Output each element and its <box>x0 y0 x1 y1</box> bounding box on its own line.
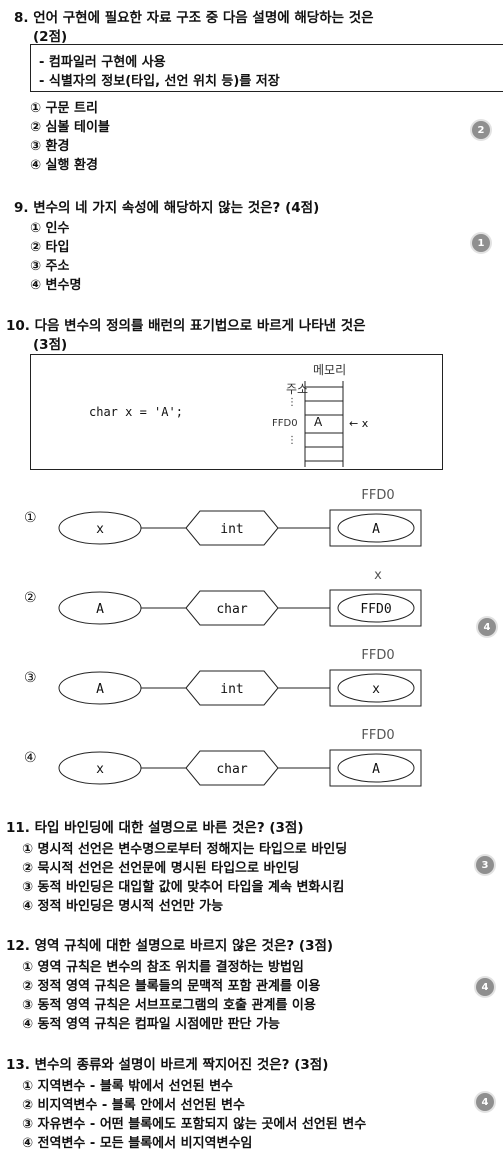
q9-option-2[interactable]: ② 타입 <box>30 240 70 255</box>
address-dots-top: ⋮ <box>287 397 297 408</box>
q11-answer-badge: 3 <box>476 856 494 874</box>
q10-option-1-name-text: x <box>96 522 104 537</box>
q13-option-4[interactable]: ④ 전역변수 - 모든 블록에서 비지역변수임 <box>22 1136 253 1151</box>
q13-answer-badge: 4 <box>476 1093 494 1111</box>
q12-option-4[interactable]: ④ 동적 영역 규칙은 컴파일 시점에만 판단 가능 <box>22 1017 280 1032</box>
q10-option-1-value-ellipse <box>337 513 415 543</box>
q10-option-1-type-text: int <box>220 522 243 537</box>
q8-points: (2점) <box>33 29 68 45</box>
q10-option-4-diagram[interactable]: ④ FFD0 x char A <box>24 728 422 787</box>
q10-option-1-marker: ① <box>24 510 37 526</box>
q8-box-line-1: - 컴파일러 구현에 사용 <box>39 55 166 70</box>
q13-option-3[interactable]: ③ 자유변수 - 어떤 블록에도 포함되지 않는 곳에서 선언된 변수 <box>22 1117 367 1132</box>
q10-option-3-value-ellipse <box>337 673 415 703</box>
address-dots-bottom: ⋮ <box>287 435 297 446</box>
q13-option-2[interactable]: ② 비지역변수 - 블록 안에서 선언된 변수 <box>22 1098 245 1113</box>
address-value: FFD0 <box>272 418 298 429</box>
q10-option-3-name-text: A <box>96 682 104 697</box>
q9-option-4[interactable]: ④ 변수명 <box>30 278 82 293</box>
q10-option-4-marker: ④ <box>24 750 37 766</box>
q10-option-1-top-label: FFD0 <box>361 488 394 503</box>
memory-arrow-label: ← x <box>349 417 369 430</box>
q11-option-4[interactable]: ④ 정적 바인딩은 명시적 선언만 가능 <box>22 899 224 914</box>
q10-option-1-diagram[interactable]: ① FFD0 x int A <box>24 488 422 547</box>
q12-option-2[interactable]: ② 정적 영역 규칙은 블록들의 문맥적 포함 관계를 이용 <box>22 979 321 994</box>
q10-option-3-top-label: FFD0 <box>361 648 394 663</box>
q9-option-1[interactable]: ① 인수 <box>30 221 70 236</box>
q10-option-1-value-text: A <box>372 522 380 537</box>
q10-option-1-value-box <box>329 509 422 547</box>
q11-option-1[interactable]: ① 명시적 선언은 변수명으로부터 정해지는 타입으로 바인딩 <box>22 842 348 857</box>
q13-option-1[interactable]: ① 지역변수 - 블록 밖에서 선언된 변수 <box>22 1079 233 1094</box>
q11-title: 11. 타입 바인딩에 대한 설명으로 바른 것은? (3점) <box>6 820 304 836</box>
q11-option-2[interactable]: ② 묵시적 선언은 선언문에 명시된 타입으로 바인딩 <box>22 861 300 876</box>
q10-option-4-top-label: FFD0 <box>361 728 394 743</box>
q10-option-3-type-text: int <box>220 682 243 697</box>
q10-option-4-value-ellipse <box>337 753 415 783</box>
q9-answer-badge: 1 <box>472 234 490 252</box>
q10-option-2-name-text: A <box>96 602 104 617</box>
q10-points: (3점) <box>33 337 68 353</box>
q10-option-3-value-text: x <box>372 682 380 697</box>
memory-stack <box>304 381 344 467</box>
q11-option-3[interactable]: ③ 동적 바인딩은 대입할 값에 맞추어 타입을 계속 변화시킴 <box>22 880 345 895</box>
q12-option-3[interactable]: ③ 동적 영역 규칙은 서브프로그램의 호출 관계를 이용 <box>22 998 316 1013</box>
q10-option-2-value-text: FFD0 <box>360 602 391 617</box>
q10-code-box: char x = 'A'; 메모리 주소 ⋮ FFD0 ⋮ A ← x <box>30 354 443 470</box>
q10-code: char x = 'A'; <box>89 405 183 419</box>
q12-answer-badge: 4 <box>476 978 494 996</box>
q10-option-4-type-text: char <box>216 762 247 777</box>
q10-option-2-top-label: x <box>374 568 382 583</box>
address-label: 주소 <box>286 382 309 396</box>
q10-option-2-value-box <box>329 589 422 627</box>
q8-box-line-2: - 식별자의 정보(타입, 선언 위치 등)를 저장 <box>39 74 280 89</box>
q8-option-2[interactable]: ② 심볼 테이블 <box>30 120 110 135</box>
q10-answer-badge: 4 <box>478 618 496 636</box>
q9-title: 9. 변수의 네 가지 속성에 해당하지 않는 것은? (4점) <box>14 200 320 216</box>
q12-title: 12. 영역 규칙에 대한 설명으로 바르지 않은 것은? (3점) <box>6 938 334 954</box>
q13-title: 13. 변수의 종류와 설명이 바르게 짝지어진 것은? (3점) <box>6 1057 329 1073</box>
q8-title: 8. 언어 구현에 필요한 자료 구조 중 다음 설명에 해당하는 것은 <box>14 10 374 26</box>
memory-cell-value: A <box>314 415 323 429</box>
q10-option-4-value-box <box>329 749 422 787</box>
q10-option-2-marker: ② <box>24 590 37 606</box>
memory-label: 메모리 <box>313 363 347 377</box>
q12-option-1[interactable]: ① 영역 규칙은 변수의 참조 위치를 결정하는 방법임 <box>22 960 304 975</box>
q10-option-2-type-text: char <box>216 602 247 617</box>
q8-option-4[interactable]: ④ 실행 환경 <box>30 158 98 173</box>
q8-answer-badge: 2 <box>472 121 490 139</box>
q10-option-3-value-box <box>329 669 422 707</box>
q10-title: 10. 다음 변수의 정의를 배런의 표기법으로 바르게 나타낸 것은 <box>6 318 366 334</box>
q10-option-4-name-text: x <box>96 762 104 777</box>
q8-condition-box: - 컴파일러 구현에 사용 - 식별자의 정보(타입, 선언 위치 등)를 저장 <box>30 44 503 92</box>
q8-option-3[interactable]: ③ 환경 <box>30 139 70 154</box>
q10-option-2-value-ellipse <box>337 593 415 623</box>
q8-option-1[interactable]: ① 구문 트리 <box>30 101 98 116</box>
q9-option-3[interactable]: ③ 주소 <box>30 259 70 274</box>
q10-option-3-marker: ③ <box>24 670 37 686</box>
q10-option-4-value-text: A <box>372 762 380 777</box>
